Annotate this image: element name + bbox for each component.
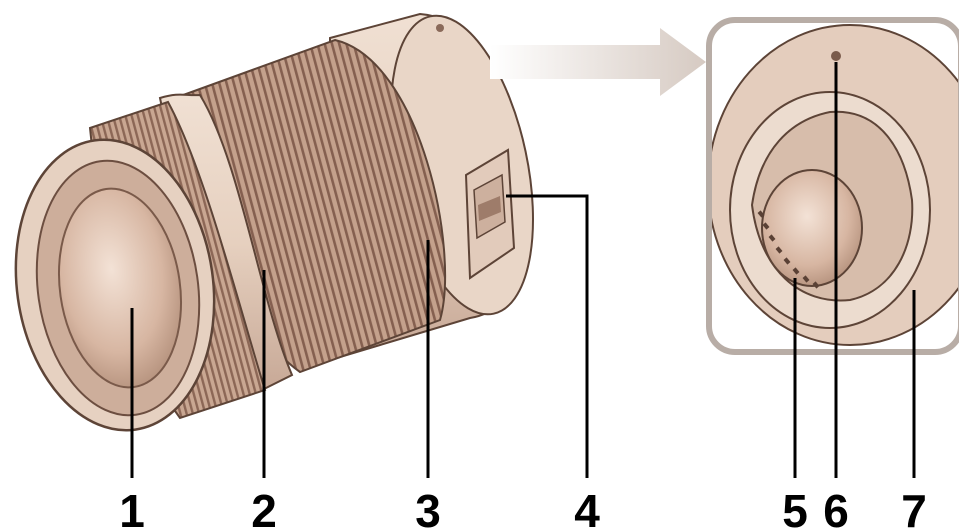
callout-1: 1: [119, 485, 145, 531]
callout-5: 5: [782, 485, 808, 531]
callout-numbers: 1 2 3 4 5 6 7: [119, 485, 927, 531]
lens-mounting-index: [831, 51, 841, 61]
callout-2: 2: [251, 485, 277, 531]
callout-4: 4: [574, 485, 600, 531]
callout-6: 6: [823, 485, 849, 531]
lens-rear-inset: [706, 17, 959, 355]
zoom-arrow: [490, 28, 706, 96]
leader-lines: [130, 62, 916, 478]
index-dot: [436, 24, 444, 32]
callout-3: 3: [415, 485, 441, 531]
rear-lens-element: [761, 169, 863, 287]
lens-signal-contacts: [757, 210, 820, 289]
lens-front-view: [14, 12, 535, 432]
callout-7: 7: [901, 485, 927, 531]
leader-line-4: [506, 194, 589, 478]
front-lens-element: [57, 187, 183, 389]
aperture-switch: [464, 148, 516, 280]
